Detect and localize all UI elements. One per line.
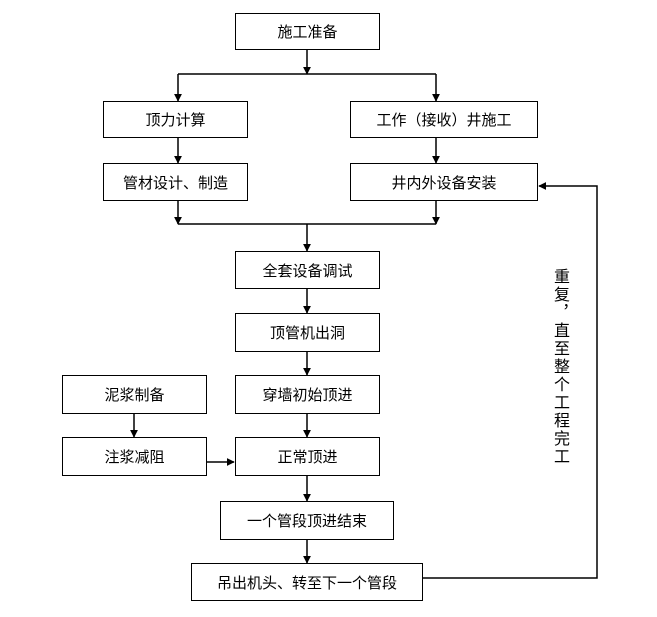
- box-shaft-construction: 工作（接收）井施工: [350, 101, 538, 138]
- box-construction-prep: 施工准备: [235, 13, 380, 50]
- loop-note: 重复，直至整个工程完工: [551, 268, 570, 466]
- box-pipe-design: 管材设计、制造: [103, 163, 248, 201]
- box-shaft-equipment-install: 井内外设备安装: [350, 163, 538, 201]
- box-normal-jacking: 正常顶进: [235, 437, 380, 476]
- box-mud-prep: 泥浆制备: [62, 375, 207, 414]
- box-equipment-debugging: 全套设备调试: [235, 251, 380, 289]
- box-wall-penetration: 穿墙初始顶进: [235, 375, 380, 414]
- box-lift-head: 吊出机头、转至下一个管段: [191, 563, 423, 601]
- connector-loop-back: [423, 182, 598, 579]
- box-grouting: 注浆减阻: [62, 437, 207, 476]
- box-machine-exit: 顶管机出洞: [235, 313, 380, 352]
- box-segment-end: 一个管段顶进结束: [220, 501, 394, 540]
- box-jacking-force-calc: 顶力计算: [103, 101, 248, 138]
